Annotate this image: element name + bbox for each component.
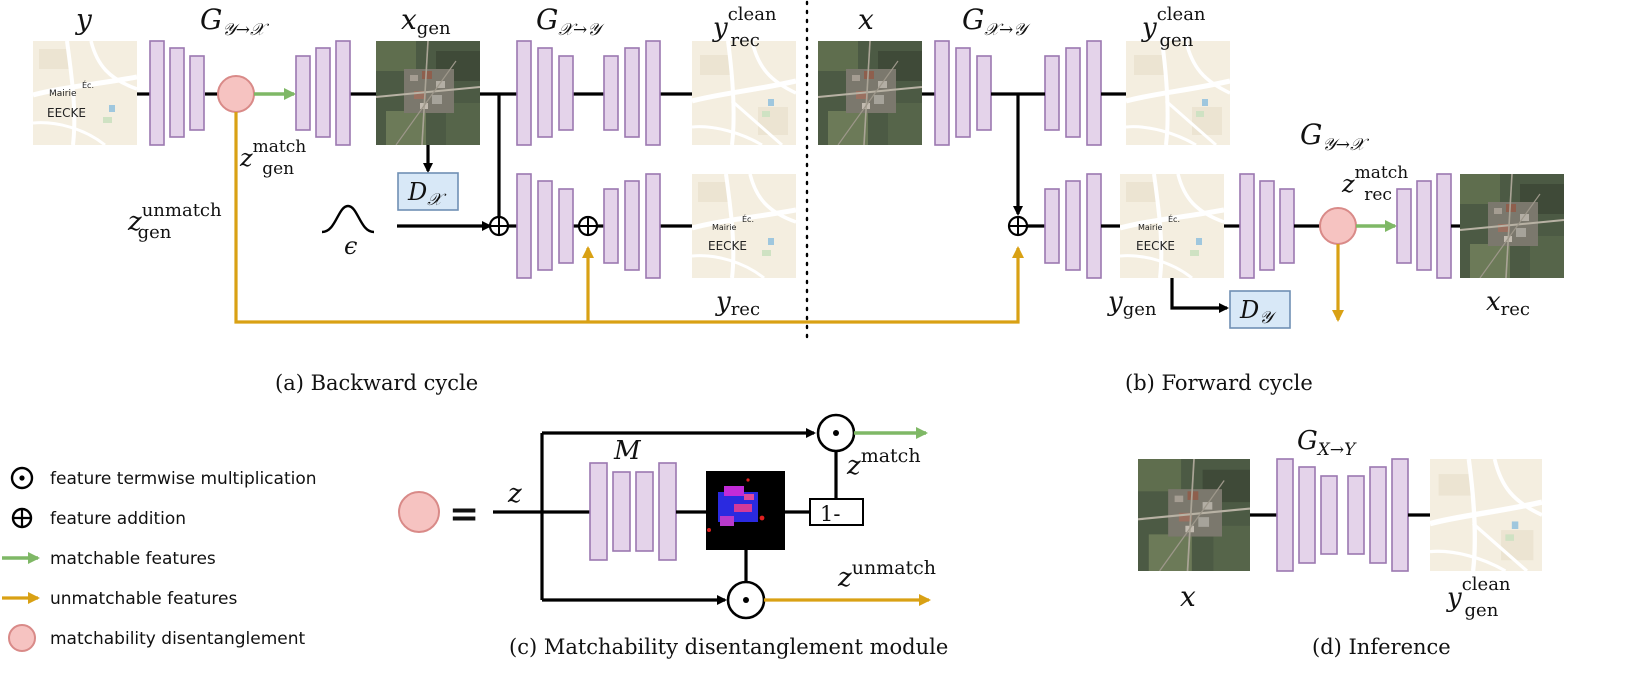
caption-inference: (d) Inference: [1312, 635, 1451, 659]
label-g-y-to-x: G𝒴→𝒳: [200, 3, 270, 40]
map-image-y-gen-clean: [1126, 41, 1230, 145]
caption-module: (c) Matchability disentanglement module: [509, 635, 948, 659]
gaussian-curve-icon: [321, 204, 375, 234]
map-image-y-gen: Mairie Éc. EECKE: [1120, 174, 1224, 278]
label-equals: =: [449, 493, 479, 535]
map-image-inference-y: [1430, 459, 1542, 571]
map-image-y-rec-clean: [692, 41, 796, 145]
legend-multiplication: feature termwise multiplication: [50, 469, 317, 489]
aerial-image-x: [818, 41, 922, 145]
label-x-rec: xrec: [1486, 287, 1530, 320]
map-label-eecke-rec: EECKE: [708, 239, 747, 253]
generator-y-to-x-decoder: [295, 40, 351, 146]
label-y: y: [74, 3, 93, 36]
caption-forward-cycle: (b) Forward cycle: [1125, 371, 1313, 395]
legend-unmatchable: unmatchable features: [50, 589, 237, 609]
add-node-unmatch-forward: [1007, 215, 1029, 237]
legend-disentanglement: matchability disentanglement: [50, 629, 306, 649]
aerial-image-inference-x: [1138, 459, 1250, 571]
generator-x-to-y-top: [516, 40, 661, 146]
module-node-icon: [398, 491, 440, 533]
map-label-ecole-gen: Éc.: [1168, 213, 1180, 224]
map-label-eecke-gen: EECKE: [1136, 239, 1175, 253]
map-label-ecole: Éc.: [82, 79, 94, 90]
label-epsilon: ϵ: [344, 232, 357, 260]
discriminator-x-box: [397, 172, 459, 211]
legend-addition: feature addition: [50, 509, 186, 529]
label-g-y-to-x-forward: G𝒴→𝒳: [1300, 118, 1370, 155]
map-label-eecke: EECKE: [47, 106, 86, 120]
legend-matchable: matchable features: [50, 549, 216, 569]
map-label-mairie: Mairie: [49, 89, 77, 99]
caption-backward-cycle: (a) Backward cycle: [275, 371, 478, 395]
generator-x-to-y-bottom: [516, 173, 661, 279]
label-x-gen: xgen: [401, 3, 451, 39]
generator-x-to-y-forward: [934, 40, 1102, 146]
label-z-match: zmatch: [846, 445, 921, 481]
map-label-ecole-rec: Éc.: [742, 213, 754, 224]
circle-plus-icon: [11, 507, 33, 529]
generator-x-to-y-forward-decoder: [1044, 173, 1102, 279]
label-z-input: z: [507, 479, 522, 509]
label-one-minus: 1-: [820, 502, 840, 526]
aerial-image-x-rec: [1460, 174, 1564, 278]
multiply-node-unmatch: [726, 580, 766, 620]
generator-y-to-x-forward-decoder: [1396, 173, 1452, 279]
label-g-x-to-y-backward: G𝒳→𝒴: [536, 3, 605, 40]
generator-y-to-x-encoder: [149, 40, 205, 146]
add-node-noise: [488, 215, 510, 237]
circle-dot-icon: [10, 466, 34, 490]
disentanglement-node-backward: [217, 75, 255, 113]
map-image-y: Mairie Éc. EECKE: [33, 41, 137, 145]
label-m: M: [613, 436, 642, 466]
aerial-image-x-gen: [376, 41, 480, 145]
multiply-node-match: [816, 413, 856, 453]
unmatch-feature-path: [234, 112, 1024, 324]
label-x-inference: x: [1180, 580, 1196, 613]
label-y-rec: yrec: [715, 287, 760, 320]
generator-y-to-x-forward-encoder: [1239, 173, 1295, 279]
label-y-gen: ygen: [1107, 287, 1157, 320]
disentangle-node-icon: [8, 624, 36, 652]
mask-image: [706, 471, 785, 550]
label-z-unmatch: zunmatch: [837, 557, 936, 593]
panel-disentanglement-module: = z M 1-: [398, 413, 936, 620]
map-image-y-rec: Mairie Éc. EECKE: [692, 174, 796, 278]
disentanglement-node-forward: [1319, 207, 1357, 245]
mask-network-m: [589, 462, 677, 561]
discriminator-y-box: [1229, 290, 1291, 329]
label-g-x-to-y-forward: G𝒳→𝒴: [962, 3, 1031, 40]
add-node-unmatch-backward: [577, 215, 599, 237]
map-label-mairie-gen: Mairie: [1138, 223, 1163, 232]
map-label-mairie-rec: Mairie: [712, 223, 737, 232]
label-x: x: [858, 3, 874, 36]
legend: feature termwise multiplication feature …: [2, 466, 317, 652]
label-g-inference: GX→Y: [1297, 426, 1357, 460]
generator-inference: [1276, 458, 1409, 572]
